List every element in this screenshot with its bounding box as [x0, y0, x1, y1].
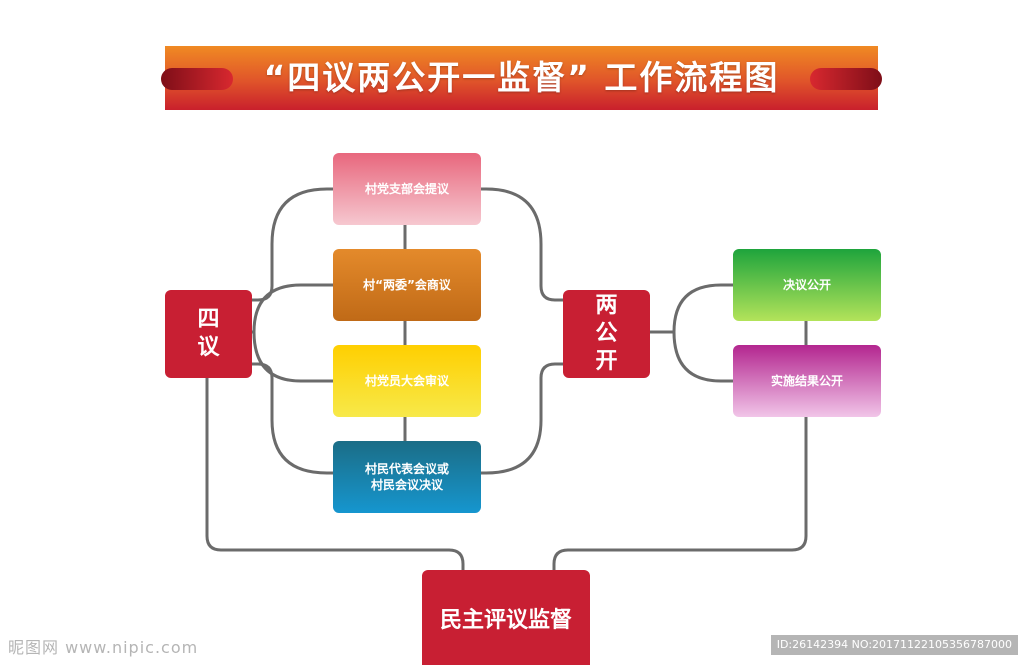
node-public1: 决议公开: [733, 249, 881, 321]
connector-public2-supervision: [552, 404, 808, 583]
connector-siyi-step4: [238, 362, 338, 475]
connector-siyi-supervision: [205, 366, 465, 583]
node-step2: 村“两委”会商议: [333, 249, 481, 321]
node-step3: 村党员大会审议: [333, 345, 481, 417]
connector-siyi-step2: [238, 283, 338, 334]
banner-left-cap: [161, 68, 233, 90]
node-supervision: 民主评议监督: [422, 570, 590, 665]
connector-lgk-public2: [672, 330, 746, 383]
watermark-left: 昵图网 www.nipic.com: [8, 638, 199, 657]
node-public1-label: 决议公开: [782, 278, 831, 292]
node-step1: 村党支部会提议: [333, 153, 481, 225]
banner-right-cap: [810, 68, 882, 90]
watermark-right: ID:26142394 NO:20171122105356787000: [770, 635, 1018, 655]
node-si-yi-line2: 议: [197, 335, 220, 360]
title-banner: “四议两公开一监督” 工作流程图: [161, 46, 882, 110]
node-liang-gongkai: 两 公 开: [563, 290, 650, 378]
node-si-yi: 四 议: [165, 290, 252, 378]
node-public2: 实施结果公开: [733, 345, 881, 417]
connector-step1-lgk: [468, 187, 574, 302]
node-liang-gongkai-line1: 两: [595, 293, 618, 318]
node-step4-line1: 村民代表会议或: [364, 462, 449, 476]
node-step2-label: 村“两委”会商议: [363, 278, 451, 292]
node-supervision-label: 民主评议监督: [439, 607, 572, 633]
node-public2-label: 实施结果公开: [770, 374, 843, 388]
node-liang-gongkai-line2: 公: [595, 321, 618, 346]
node-step3-label: 村党员大会审议: [364, 374, 449, 388]
node-liang-gongkai-line3: 开: [595, 349, 618, 374]
connector-lgk-public1: [672, 283, 746, 334]
node-step4: 村民代表会议或 村民会议决议: [333, 441, 481, 513]
node-step4-line2: 村民会议决议: [370, 478, 443, 492]
node-si-yi-line1: 四: [197, 307, 220, 332]
node-step1-label: 村党支部会提议: [364, 182, 449, 196]
connector-step4-lgk: [468, 362, 574, 475]
connector-siyi-step3: [238, 330, 338, 383]
diagram-title: “四议两公开一监督” 工作流程图: [263, 58, 780, 97]
connector-siyi-step1: [238, 187, 338, 302]
